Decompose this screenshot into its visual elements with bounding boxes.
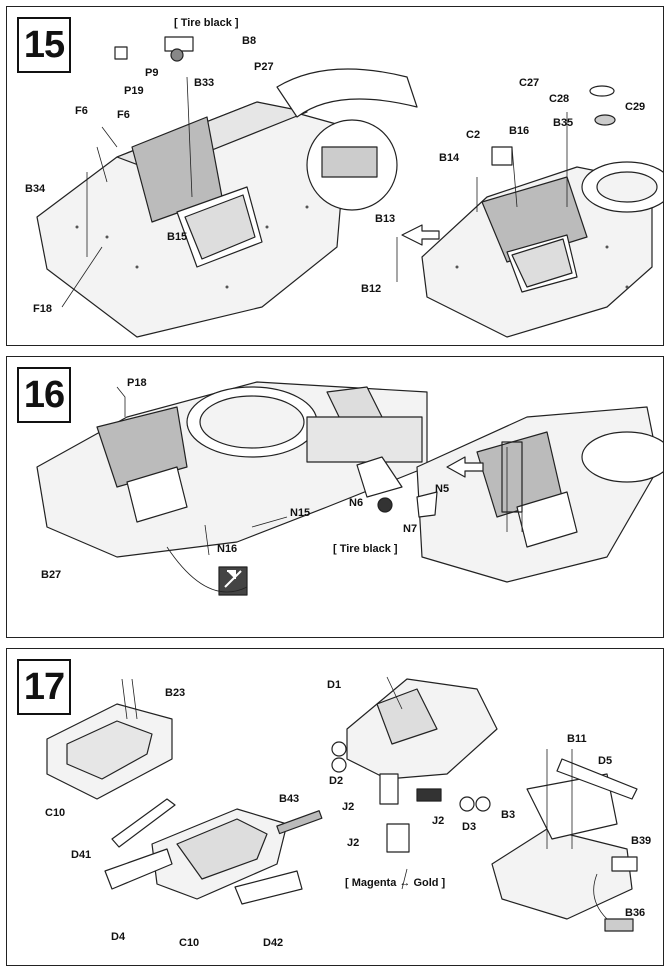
step-16-number-box: 16 [17,367,71,423]
step-17-panel: 17 [6,648,664,966]
step-16-label-n5: N5 [435,483,450,495]
step-15-number-box: 15 [17,17,71,73]
step-15-label-b15: B15 [167,231,188,243]
step-17-label-j2-a: J2 [342,801,355,813]
step-17-label-b43: B43 [279,793,300,805]
step-15-label-c2: C2 [466,129,481,141]
step-15-number: 15 [23,23,65,66]
step-15-label-c29: C29 [625,101,646,113]
step-17-label-d42: D42 [263,937,284,949]
step-15-label-f6-a: F6 [75,105,88,117]
step-15-label-b12: B12 [361,283,382,295]
step-15-label-c28: C28 [549,93,570,105]
step-15-label-b34: B34 [25,183,46,195]
step-17-label-b23: B23 [165,687,186,699]
step-15-illustration [36,36,663,338]
step-17-label-b11: B11 [567,733,587,745]
step-17-number: 17 [23,665,65,708]
step-15-label-p27: P27 [254,61,274,73]
part-d41 [111,798,176,848]
step-15-note-tire-black: [ Tire black ] [174,17,239,29]
step-15-label-c27: C27 [519,77,540,89]
step-17-number-box: 17 [17,659,71,715]
step-17-note-magenta-gold: [ Magenta ↔ Gold ] [345,877,446,889]
step-17-label-d2: D2 [329,775,344,787]
hull-right-interior [491,828,633,920]
part-d42 [234,870,303,905]
engine-deck-left [96,406,188,488]
step-17-label-d41: D41 [71,849,92,861]
step-15-label-b16: B16 [509,125,530,137]
step-17-label-b36: B36 [625,907,646,919]
step-16-label-n16: N16 [217,543,238,555]
step-15-panel: 15 [6,6,664,346]
step-16-label-n15: N15 [290,507,311,519]
hatch-left [126,466,188,523]
step-16-note-tire-black: [ Tire black ] [333,543,398,555]
step-17-illustration [46,676,638,932]
step-17-label-c10-b: C10 [179,937,200,949]
step-15-label-p19: P19 [124,85,144,97]
step-15-label-p9: P9 [145,67,159,79]
step-17-label-b3: B3 [501,809,516,821]
step-15-label-b8: B8 [242,35,257,47]
step-17-label-b39: B39 [631,835,652,847]
step-15-label-b13: B13 [375,213,396,225]
step-17-label-d3: D3 [462,821,477,833]
step-15-label-b33: B33 [194,77,215,89]
step-15-label-f6-b: F6 [117,109,130,121]
step-17-label-d4: D4 [111,931,126,943]
hatch-right [516,491,578,548]
step-16-label-n7: N7 [403,523,418,535]
step-16-label-b27: B27 [41,569,62,581]
step-15-label-b35: B35 [553,117,574,129]
part-d4 [104,848,173,890]
step-17-label-d5: D5 [598,755,613,767]
step-15-label-f18: F18 [33,303,52,315]
step-16-label-p18: P18 [127,377,147,389]
step-15-label-b14: B14 [439,152,460,164]
step-16-number: 16 [23,373,65,416]
step-16-panel: 16 P18 N6 N5 N7 [6,356,664,638]
step-17-label-c10-a: C10 [45,807,66,819]
step-17-label-d1: D1 [327,679,342,691]
step-17-label-j2-c: J2 [347,837,360,849]
step-16-illustration [36,381,663,596]
step-17-label-j2-b: J2 [432,815,445,827]
step-16-label-n6: N6 [349,497,364,509]
